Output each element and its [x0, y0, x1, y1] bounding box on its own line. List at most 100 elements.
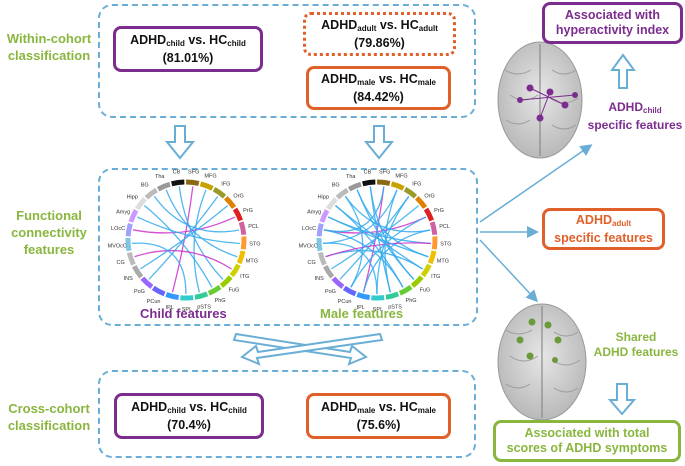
chord-region-label: INS — [124, 276, 134, 282]
shared-features-label: Shared ADHD features — [590, 330, 682, 360]
chord-region-label: Tha — [155, 174, 165, 180]
chord-link — [362, 229, 431, 293]
chord-link — [331, 205, 420, 270]
chord-segment — [186, 179, 200, 186]
chord-segment — [398, 284, 413, 296]
chord-link — [323, 242, 378, 295]
chord-segment — [199, 181, 214, 191]
chord-region-label: Amyg — [116, 209, 130, 215]
up-arrow-right — [610, 53, 636, 89]
chord-segment — [236, 250, 246, 265]
label-line: Cross-cohort — [8, 401, 90, 416]
child-features-caption: Child features — [140, 306, 227, 321]
down-arrow-bottom-right — [607, 383, 637, 416]
label-line: classification — [7, 418, 91, 433]
chord-region-label: Hipp — [318, 195, 329, 201]
within-male-box: ADHDmale vs. HCmale (84.42%) — [306, 66, 451, 110]
chord-segment — [144, 187, 158, 200]
box-line: hyperactivity index — [555, 23, 670, 37]
accuracy-text: (70.4%) — [167, 417, 211, 432]
label-line: Shared — [615, 330, 657, 344]
adhd-text: ADHD — [131, 399, 168, 414]
chord-region-label: FuG — [229, 288, 240, 294]
chord-segment — [240, 236, 247, 250]
hyperactivity-box: Associated with hyperactivity index — [542, 2, 683, 44]
adhd-text: ADHD — [608, 100, 643, 114]
accuracy-text: (84.42%) — [353, 89, 404, 104]
chord-link — [132, 242, 187, 295]
adhd-text: ADHD — [321, 399, 358, 414]
label-line: Within-cohort — [6, 31, 92, 46]
chord-segment — [125, 237, 132, 252]
chord-region-label: FuG — [420, 288, 431, 294]
chord-segment — [125, 222, 133, 237]
cohort-sub: child — [166, 38, 185, 48]
chord-link — [344, 195, 364, 288]
chord-region-label: IFG — [221, 182, 230, 188]
chord-segment — [207, 284, 222, 296]
chord-link — [369, 186, 391, 293]
accuracy-text: (79.86%) — [354, 35, 405, 50]
chord-segment — [420, 263, 432, 278]
cohort-sub: male — [417, 77, 436, 87]
accuracy-text: (81.01%) — [162, 50, 214, 65]
chord-region-label: OrG — [233, 193, 243, 199]
chord-link — [136, 216, 240, 245]
chord-segment — [128, 209, 139, 223]
chord-segment — [224, 195, 237, 209]
brain-top-icon — [497, 41, 583, 159]
chord-segment — [429, 221, 438, 235]
chord-segment — [194, 291, 209, 300]
box-line: scores of ADHD symptoms — [506, 441, 668, 455]
within-panel — [98, 4, 476, 118]
down-arrow-right — [363, 125, 395, 160]
chord-region-label: MTG — [437, 258, 449, 264]
chord-segment — [356, 292, 371, 301]
chord-segment — [323, 265, 335, 279]
chord-region-label: PrG — [243, 208, 253, 214]
chord-segment — [390, 181, 405, 191]
chord-segment — [316, 222, 324, 237]
chord-region-label: ITG — [431, 274, 440, 280]
chord-region-label: MFG — [204, 174, 216, 180]
cross-cohort-label: Cross-cohort classification — [0, 400, 98, 434]
chord-segment — [347, 181, 362, 192]
chord-segment — [415, 195, 428, 209]
cross-male-box: ADHDmale vs. HCmale (75.6%) — [306, 393, 451, 439]
brain-bottom-icon — [497, 303, 587, 421]
box-title: ADHDmale vs. HCmale — [321, 72, 436, 90]
label-line: features — [23, 242, 75, 257]
cohort-sub: male — [417, 405, 436, 415]
chord-segment — [156, 181, 171, 192]
label-line: Functional — [16, 208, 82, 223]
adult-specific-box: ADHDadult specific features — [542, 208, 665, 250]
chord-region-label: PoG — [134, 289, 145, 295]
chord-region-label: MFG — [395, 174, 407, 180]
vs-text: vs. HC — [376, 17, 419, 32]
connector-lines — [479, 144, 593, 303]
chord-segment — [219, 275, 233, 288]
chord-link — [140, 205, 229, 270]
chord-region-label: LOcC — [302, 226, 316, 232]
cohort-sub: male — [357, 405, 376, 415]
chord-segment — [134, 197, 147, 211]
chord-segment — [126, 251, 136, 266]
box-title: ADHDadult vs. HCadult — [321, 18, 438, 36]
cross-child-box: ADHDchild vs. HCchild (70.4%) — [114, 393, 264, 439]
chord-region-label: pSTS — [197, 305, 211, 311]
chord-region-label: STG — [249, 241, 260, 247]
chord-segment — [385, 291, 400, 300]
adhd-text: ADHD — [321, 17, 358, 32]
vs-text: vs. HC — [375, 399, 418, 414]
cohort-sub: child — [643, 106, 662, 115]
cohort-sub: adult — [357, 23, 377, 33]
label-line: ADHD features — [593, 345, 679, 359]
chord-segment — [403, 187, 418, 199]
chord-region-label: Amyg — [307, 209, 321, 215]
chord-region-label: PhG — [406, 298, 417, 304]
chord-region-label: LOcC — [111, 226, 125, 232]
cross-arrows — [232, 332, 384, 366]
